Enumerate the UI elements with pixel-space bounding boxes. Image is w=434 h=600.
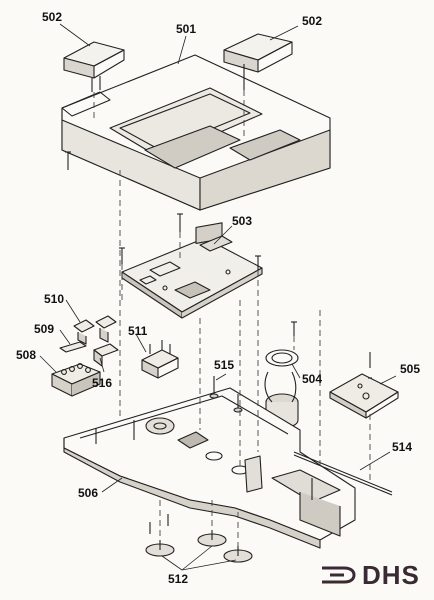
relay-511	[141, 340, 179, 379]
fuse-509	[59, 341, 87, 353]
callout-515: 515	[214, 358, 235, 372]
callout-516: 516	[92, 376, 113, 390]
connector-516	[93, 343, 119, 367]
leader-lines	[39, 23, 397, 571]
callout-501: 501	[176, 22, 197, 36]
callout-509: 509	[34, 322, 55, 336]
top-cover-501	[61, 54, 331, 211]
callout-506: 506	[78, 486, 99, 500]
cap-502-right	[223, 33, 293, 90]
callout-504: 504	[302, 372, 323, 386]
callout-512: 512	[168, 572, 189, 586]
fuse-holder-510	[73, 315, 117, 345]
callout-502-right: 502	[302, 14, 323, 28]
callout-508: 508	[16, 348, 37, 362]
feet-512	[145, 514, 253, 563]
dhs-logo: DHS	[318, 558, 428, 592]
callout-514: 514	[392, 440, 413, 454]
base-housing-506	[63, 387, 356, 549]
assembly-guide-lines	[93, 90, 371, 546]
callout-505: 505	[400, 362, 421, 376]
callout-502-left: 502	[42, 10, 63, 24]
callout-511: 511	[128, 324, 148, 338]
screws	[65, 151, 297, 336]
logo-text: DHS	[362, 559, 420, 590]
dhs-logo-mark	[322, 566, 356, 584]
cap-502-left	[63, 41, 125, 92]
callout-503: 503	[232, 214, 253, 228]
plate-505	[329, 352, 399, 419]
terminal-block-508	[51, 363, 101, 397]
circuit-board-503	[121, 222, 263, 319]
callout-510: 510	[44, 292, 65, 306]
rod-514	[293, 451, 393, 496]
